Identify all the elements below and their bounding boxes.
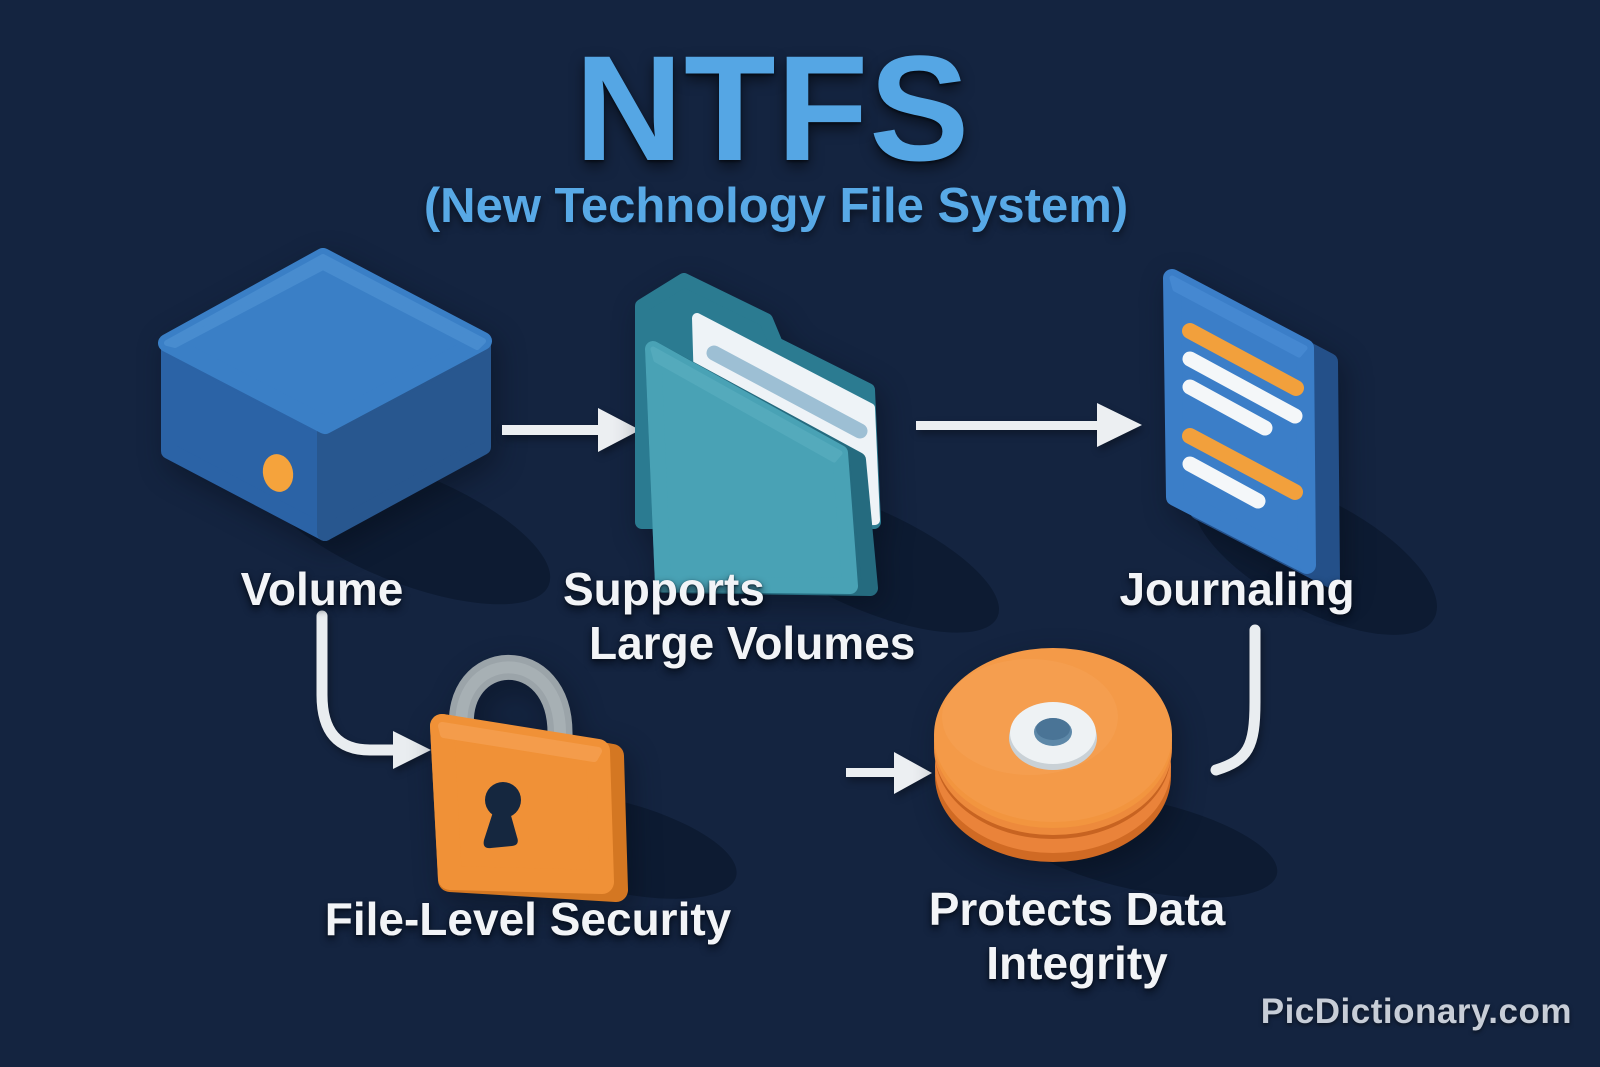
journaling-label: Journaling: [1119, 563, 1355, 615]
page-title: NTFS: [574, 24, 971, 192]
padlock-icon: [430, 654, 628, 902]
data-disc-icon: [934, 648, 1172, 862]
page-subtitle: (New Technology File System): [423, 179, 1129, 233]
arrow-folder-to-journaling-icon: [916, 403, 1142, 447]
storage-volume-box-icon: [158, 248, 492, 541]
large-volumes-label-line2: Large Volumes: [589, 617, 916, 670]
arrow-volume-to-folder-icon: [502, 408, 640, 452]
large-volumes-label: Supports Large Volumes: [563, 562, 915, 671]
folder-with-document-icon: [635, 273, 881, 596]
large-volumes-label-line1: Supports: [563, 563, 765, 615]
curved-line-journaling-to-disc-icon: [1210, 624, 1261, 776]
data-integrity-label: Protects Data Integrity: [929, 882, 1226, 991]
data-integrity-label-line1: Protects Data: [928, 883, 1226, 935]
watermark: PicDictionary.com: [1260, 992, 1572, 1031]
journal-log-document-icon: [1163, 269, 1340, 588]
data-integrity-label-line2: Integrity: [986, 937, 1168, 990]
arrow-lock-to-disc-icon: [846, 752, 932, 794]
curved-arrow-volume-to-lock-icon: [316, 610, 431, 769]
file-level-security-label: File-Level Security: [324, 893, 732, 945]
volume-label: Volume: [240, 563, 404, 615]
